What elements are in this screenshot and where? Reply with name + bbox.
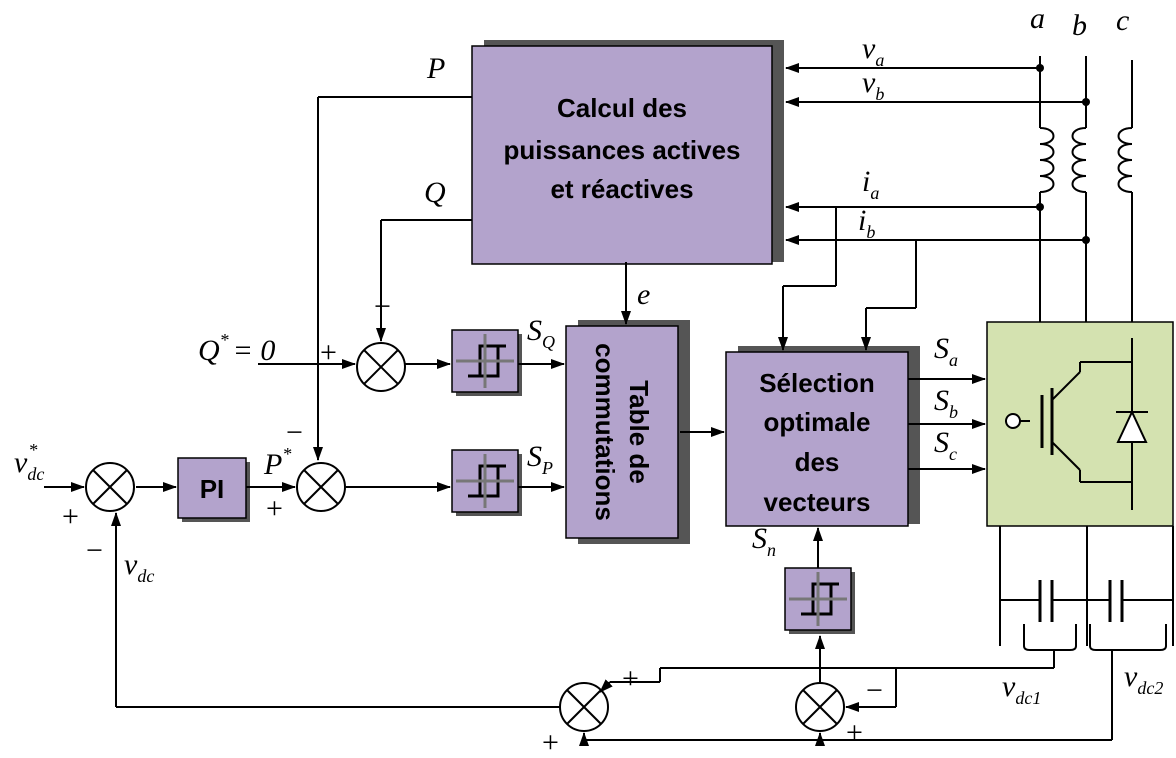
p-ref-label: P* — [263, 444, 291, 481]
vdc2-label: vdc2 — [1124, 660, 1163, 698]
e-label: e — [637, 278, 650, 311]
summer-vdc — [85, 462, 135, 512]
phase-c-label: c — [1116, 4, 1129, 37]
switch-table-line-1: Table de — [624, 380, 654, 484]
p-label: P — [426, 52, 445, 85]
minus-sign: − — [374, 290, 391, 323]
inductor-c-icon — [1117, 127, 1133, 193]
minus-sign: − — [286, 416, 303, 449]
plus-sign: + — [846, 716, 863, 749]
switch-table-line-2: commutations — [590, 343, 620, 521]
ia-label: ia — [862, 165, 879, 203]
vector-select-line-1: Sélection — [759, 368, 875, 398]
inductor-b-icon — [1071, 127, 1087, 193]
vdc-ref-label: vdc* — [14, 440, 44, 484]
plus-sign: + — [62, 500, 79, 533]
inductor-a-icon — [1039, 127, 1055, 193]
signal-labels: va vb ia ib P Q e Q*= 0 SQ SP Sn Sa Sb S… — [14, 32, 1163, 708]
phase-a-label: a — [1030, 2, 1045, 35]
pi-block: PI — [177, 457, 250, 522]
vdc-label: vdc — [124, 548, 154, 586]
plus-sign: + — [266, 492, 283, 525]
pi-label: PI — [200, 474, 225, 504]
signal-wires — [44, 96, 1112, 746]
plus-sign: + — [320, 336, 337, 369]
plus-sign: + — [622, 662, 639, 695]
switching-table-block: Table de commutations — [565, 320, 690, 544]
power-calc-line-1: Calcul des — [557, 93, 687, 123]
power-calc-line-3: et réactives — [550, 174, 693, 204]
summer-q — [356, 342, 406, 392]
vector-select-line-3: des — [795, 447, 840, 477]
power-calc-line-2: puissances actives — [503, 135, 740, 165]
summer-p — [296, 462, 346, 512]
measurement-wires — [778, 63, 1090, 351]
vdc1-label: vdc1 — [1002, 670, 1041, 708]
phase-b-label: b — [1072, 9, 1087, 42]
sum-signs: + − − + + − + + − + — [62, 290, 883, 758]
q-ref-label: Q*= 0 — [198, 330, 275, 367]
minus-sign: − — [86, 534, 103, 567]
sq-label: SQ — [527, 314, 555, 352]
sb-label: Sb — [934, 384, 958, 422]
plus-sign: + — [542, 726, 559, 758]
vector-selection-block: Sélection optimale des vecteurs — [725, 346, 920, 527]
power-calc-block: Calcul des puissances actives et réactiv… — [471, 40, 784, 265]
vb-label: vb — [862, 66, 884, 104]
phase-labels: a b c — [1030, 2, 1129, 42]
dc-capacitors — [999, 526, 1174, 740]
q-label: Q — [424, 176, 446, 209]
vector-select-line-4: vecteurs — [764, 487, 871, 517]
hysteresis-q — [450, 328, 522, 396]
va-label: va — [862, 32, 884, 70]
ib-label: ib — [858, 204, 875, 242]
sa-label: Sa — [934, 332, 958, 370]
sn-label: Sn — [752, 522, 776, 560]
minus-sign: − — [866, 674, 883, 707]
converter-block — [986, 321, 1174, 527]
summer-vdc-diff — [795, 682, 845, 732]
hysteresis-n — [783, 566, 855, 634]
sc-label: Sc — [934, 426, 957, 464]
vector-select-line-2: optimale — [764, 407, 871, 437]
sp-label: SP — [527, 440, 553, 478]
igbt-icon — [1005, 338, 1148, 510]
phase-lines — [1039, 56, 1133, 322]
hysteresis-p — [450, 448, 522, 516]
